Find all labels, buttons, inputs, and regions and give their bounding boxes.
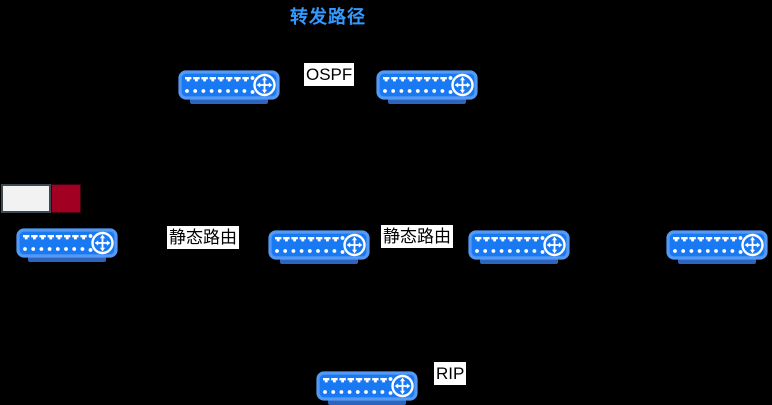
legend-red-rect (51, 184, 81, 213)
router-icon-bottom (315, 370, 419, 405)
label-ospf: OSPF (304, 63, 355, 86)
routing-arrows-icon (451, 73, 474, 97)
label-rip: RIP (434, 362, 467, 385)
diagram-title: 转发路径 (290, 7, 366, 27)
routing-arrows-icon (543, 233, 566, 257)
router-icon-middle-center (267, 229, 371, 267)
routing-arrows-icon (343, 233, 366, 257)
legend-white-rect (1, 184, 51, 213)
router-icon-far-right (665, 229, 769, 267)
label-static-route-2: 静态路由 (381, 225, 453, 248)
label-static-route-1: 静态路由 (167, 226, 239, 249)
routing-arrows-icon (91, 231, 114, 255)
routing-arrows-icon (741, 233, 764, 257)
router-icon-top-right (375, 69, 479, 107)
router-icon-middle-left (15, 227, 119, 265)
routing-arrows-icon (391, 374, 414, 398)
router-icon-middle-right (467, 229, 571, 267)
routing-arrows-icon (253, 73, 276, 97)
router-icon-top-left (177, 69, 281, 107)
